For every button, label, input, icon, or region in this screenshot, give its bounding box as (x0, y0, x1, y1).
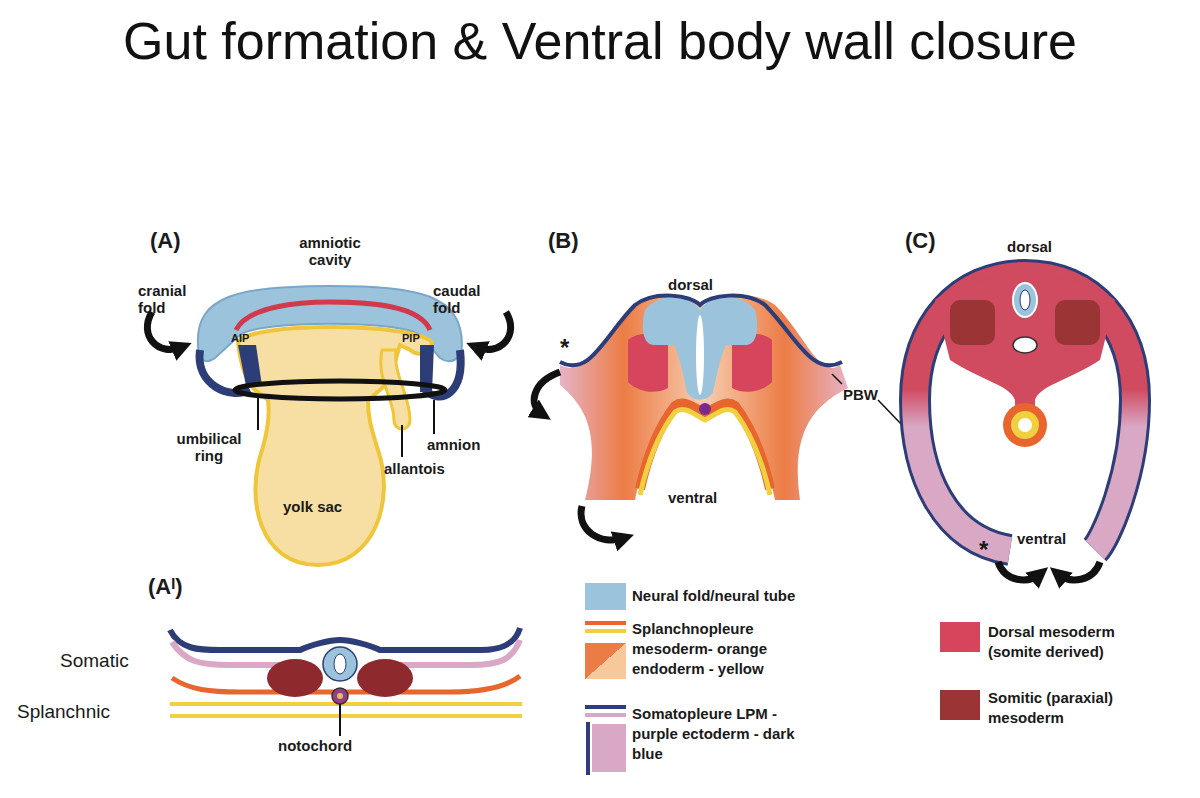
label-text: Splanchnic (17, 701, 110, 723)
splanchnic-mesoderm-line (640, 404, 770, 489)
leader-line (433, 400, 435, 434)
endoderm-line (170, 702, 522, 706)
label-text: ventral (668, 489, 717, 506)
neural-canal (1020, 290, 1030, 310)
panel-c-drawing (915, 275, 1135, 580)
gut-tube (1003, 403, 1047, 447)
legend-text: Dorsal mesoderm (somite derived) (988, 622, 1168, 662)
legend-sample-line (585, 629, 626, 633)
label-text: umbilical ring (163, 430, 255, 465)
page-title: Gut formation & Ventral body wall closur… (110, 12, 1090, 70)
label-text: Somatic (60, 650, 129, 672)
label-text: PBW (843, 386, 878, 403)
yolk-sac (238, 327, 432, 565)
label-text: (B) (548, 228, 579, 253)
neural-tube (1013, 283, 1037, 317)
aip-patch (238, 345, 262, 386)
legend-sample-line (585, 705, 626, 709)
label-text: * (979, 536, 988, 564)
legend-sample-box (585, 643, 626, 679)
leader-line (257, 395, 259, 430)
ectoderm-line (560, 296, 842, 366)
somatic-lpm-line (172, 642, 282, 665)
label-text: yolk sac (283, 498, 342, 515)
body-section (560, 296, 848, 500)
fold-arrow (1058, 562, 1100, 580)
label-text: allantois (384, 460, 445, 477)
label-text: dorsal (1007, 238, 1052, 255)
somite (950, 300, 995, 345)
label-text: caudal fold (433, 282, 495, 317)
endoderm-line (640, 410, 770, 495)
label-text: * (560, 334, 569, 362)
legend-text: Somatopleure LPM - purple ectoderm - dar… (632, 704, 812, 764)
gut-endoderm (1011, 411, 1039, 439)
neural-fold (643, 297, 757, 400)
gut-lumen (1018, 418, 1032, 432)
legend-text: Neural fold/neural tube (632, 586, 852, 606)
body-wall (915, 275, 1135, 550)
label-text: amniotic cavity (280, 234, 380, 269)
notochord-dot (699, 403, 711, 415)
legend-swatch (585, 583, 626, 610)
legend-swatch (940, 622, 980, 652)
label-text: (A) (150, 228, 181, 253)
notochord-shape (332, 688, 348, 704)
panel-b-drawing (534, 296, 928, 541)
leader-line (339, 704, 341, 736)
ectoderm-line (170, 628, 520, 650)
legend-samples (585, 623, 626, 775)
label-text: dorsal (668, 276, 713, 293)
endoderm-line (170, 714, 522, 718)
legend-sample-line (585, 621, 626, 625)
body-wall-outline (915, 275, 1135, 550)
label-text: cranial fold (138, 282, 200, 317)
neural-tube (323, 647, 357, 681)
label-text: ventral (1017, 530, 1066, 547)
somite (267, 659, 323, 697)
panel-a-prime-drawing (170, 628, 522, 736)
label-text: notochord (278, 737, 352, 754)
fold-arrow (147, 312, 182, 349)
umbilical-ring-shape (235, 381, 445, 399)
fold-arrow (534, 372, 560, 414)
notochord-core (337, 693, 343, 699)
legend-sample-line (586, 722, 590, 775)
label-text: PIP (402, 332, 420, 345)
fold-arrow (581, 506, 624, 540)
legend-swatch (940, 690, 980, 720)
label-text: (C) (905, 228, 936, 253)
legend-text: Splanchnopleure mesoderm- orange endoder… (632, 619, 807, 679)
legend-text: Somitic (paraxial) mesoderm (988, 688, 1168, 728)
label-text: (Aᴵ) (148, 574, 183, 599)
label-text: amnion (427, 436, 480, 453)
somite (1055, 300, 1100, 345)
leader-line (401, 425, 403, 457)
somatic-lpm-line (398, 640, 520, 665)
panel-a-drawing (147, 286, 510, 565)
neural-layer (236, 302, 430, 330)
allantois-shape (381, 350, 410, 429)
neural-groove (696, 315, 704, 395)
fold-arrow (998, 562, 1040, 580)
legend-sample-box (592, 724, 626, 772)
neural-canal (334, 654, 346, 674)
somite (357, 659, 413, 697)
label-text: AIP (231, 332, 249, 345)
legend-sample-line (585, 713, 626, 717)
fold-arrow (476, 312, 511, 349)
notochord-shape (1013, 337, 1037, 353)
leader-line (832, 374, 842, 384)
